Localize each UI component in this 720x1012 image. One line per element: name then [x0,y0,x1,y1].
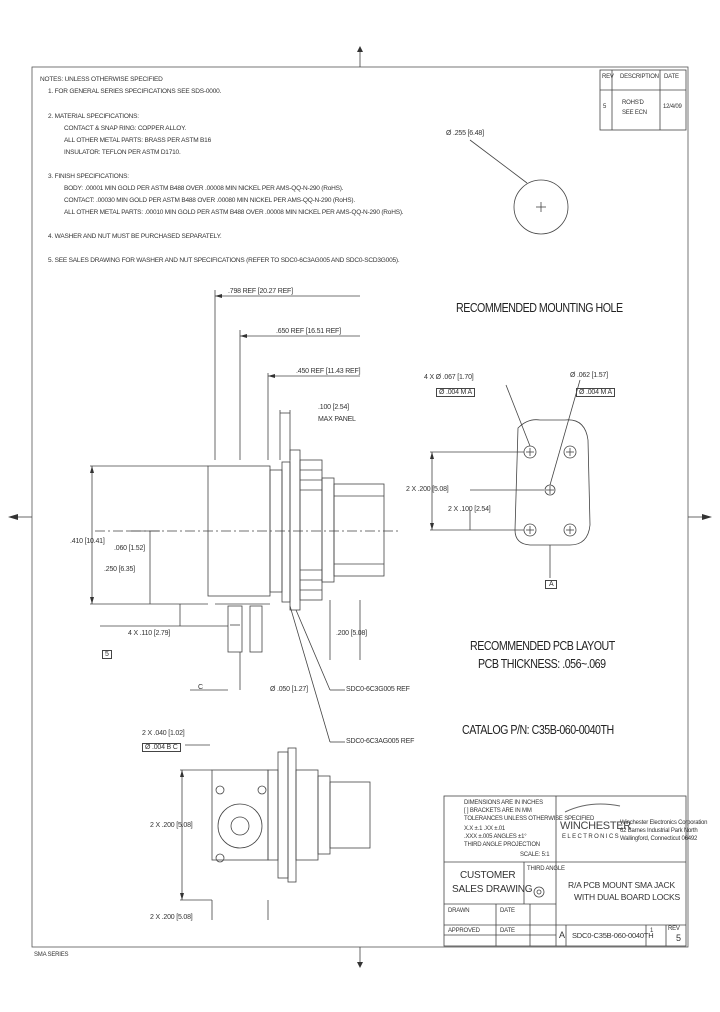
notes-heading: NOTES: UNLESS OTHERWISE SPECIFIED [40,76,163,83]
catalog-number: CATALOG P/N: C35B-060-0040TH [462,722,614,737]
tol-5: .XXX ±.005 ANGLES ±1° [464,834,527,840]
note-3: 3. FINISH SPECIFICATIONS: [48,173,129,180]
hole-diameter-label: Ø .255 [6.48] [446,130,484,137]
drawn-label: DRAWN [448,908,470,914]
rev-date: 12/4/09 [663,104,682,110]
pcb-dim-1: 2 X .200 [5.08] [406,486,449,493]
note-2b: ALL OTHER METAL PARTS: BRASS PER ASTM B1… [64,137,212,144]
sheet-number: 1 [650,928,654,934]
scale-label: SCALE: 5:1 [520,852,550,858]
dim-flange: .250 [6.35] [104,566,135,573]
pcb-thickness: PCB THICKNESS: .056~.069 [478,656,606,671]
rev-label: REV [668,926,680,932]
approval-date-label: DATE [500,928,515,934]
rev-date-header: DATE [664,74,679,80]
sales-drawing-label: SALES DRAWING [452,884,533,895]
dim-body: .650 REF [16.51 REF] [276,328,341,335]
pcb-hole-a-fcf: Ø .004 M A [436,388,476,397]
rev-number: 5 [676,933,681,943]
note-4: 4. WASHER AND NUT MUST BE PURCHASED SEPA… [48,233,222,240]
note-3a: BODY: .00001 MIN GOLD PER ASTM B488 OVER… [64,185,344,192]
dim-height: .410 [10.41] [70,538,105,545]
note-flag: 5 [102,650,112,659]
drawing-number: SDC0-C35B-060-0040TH [572,931,654,940]
pcb-datum: A [545,580,558,589]
footer-left: SMA SERIES [34,952,69,958]
mounting-hole-title: RECOMMENDED MOUNTING HOLE [456,300,623,315]
size-label: A [559,930,565,940]
dim-front-b: 2 X .200 [5.08] [150,822,193,829]
dim-center: .060 [1.52] [114,545,145,552]
company-sub: ELECTRONICS [562,834,621,840]
note-5: 5. SEE SALES DRAWING FOR WASHER AND NUT … [48,257,400,264]
pcb-hole-b-label: Ø .062 [1.57] [570,372,608,379]
datum-c: C [198,684,203,691]
approved-label: APPROVED [448,928,480,934]
dim-panel: .450 REF [11.43 REF] [296,368,361,375]
fcf-front: Ø .004 B C [142,743,181,752]
dim-right: .200 [5.08] [336,630,367,637]
address-1: Winchester Electronics Corporation [620,820,708,826]
description-1: R/A PCB MOUNT SMA JACK [568,880,675,890]
note-2a: CONTACT & SNAP RING: COPPER ALLOY. [64,125,187,132]
customer-label: CUSTOMER [460,870,516,881]
rev-header: REV [602,74,614,80]
dim-pitch: 4 X .110 [2.79] [128,630,171,637]
address-2: 62 Barnes Industrial Park North [620,828,698,834]
dim-pin: Ø .050 [1.27] [270,686,308,693]
tol-1: DIMENSIONS ARE IN INCHES [464,800,543,806]
description-2: WITH DUAL BOARD LOCKS [574,892,681,902]
ref-washer: SDC0-6C3G005 REF [346,686,410,693]
pcb-hole-b-fcf: Ø .004 M A [576,388,616,397]
note-3c: ALL OTHER METAL PARTS: .00010 MIN GOLD P… [64,209,404,216]
dim-max-panel: .100 [2.54] [318,404,349,411]
rev-value: 5 [603,104,607,110]
note-3b: CONTACT: .00030 MIN GOLD PER ASTM B488 O… [64,197,355,204]
dim-max-panel-2: MAX PANEL [318,416,356,423]
company-logo: WINCHESTER [560,820,631,832]
address-3: Wallingford, Connecticut 06492 [620,836,698,842]
pcb-dim-2: 2 X .100 [2.54] [448,506,491,513]
tol-4: X.X ±.1 .XX ±.01 [464,826,506,832]
note-2c: INSULATOR: TEFLON PER ASTM D1710. [64,149,181,156]
pcb-title: RECOMMENDED PCB LAYOUT [470,638,615,653]
projection-label: THIRD ANGLE [527,866,565,872]
note-1: 1. FOR GENERAL SERIES SPECIFICATIONS SEE… [48,88,222,95]
date-label: DATE [500,908,515,914]
pcb-hole-a-label: 4 X Ø .067 [1.70] [424,374,474,381]
dim-front-c: 2 X .200 [5.08] [150,914,193,921]
tol-2: [ ] BRACKETS ARE IN MM [464,808,532,814]
ref-nut: SDC0-6C3AG005 REF [346,738,415,745]
note-2: 2. MATERIAL SPECIFICATIONS: [48,113,139,120]
tol-6: THIRD ANGLE PROJECTION [464,842,540,848]
dim-overall: .798 REF [20.27 REF] [228,288,293,295]
rev-description-2: SEE ECN [622,110,647,116]
tol-3: TOLERANCES UNLESS OTHERWISE SPECIFIED [464,816,595,822]
rev-description: ROHS'D [622,100,644,106]
rev-description-header: DESCRIPTION [620,74,659,80]
dim-front-a: 2 X .040 [1.02] [142,730,185,737]
